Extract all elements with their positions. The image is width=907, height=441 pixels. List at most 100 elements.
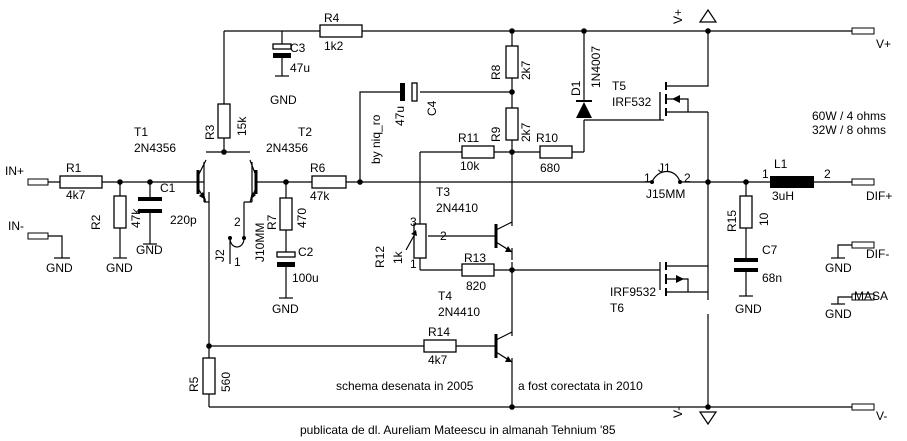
gnd-label: GND	[825, 307, 852, 321]
capacitor-c1	[138, 197, 162, 213]
mosfet-t6	[659, 262, 708, 296]
resistor-r5	[202, 357, 216, 395]
wires	[48, 30, 852, 408]
power-rating-4ohm: 60W / 4 ohms	[812, 109, 886, 123]
junction-dots	[117, 28, 749, 410]
c4-value: 47u	[393, 106, 407, 126]
r6-value: 47k	[310, 189, 330, 203]
transistor-t3	[494, 221, 513, 253]
t1-label: T1	[134, 125, 148, 139]
r10-value: 680	[540, 161, 560, 175]
resistor-r15	[739, 195, 753, 229]
resistor-r2	[113, 195, 127, 229]
in-plus-label: IN+	[5, 164, 24, 178]
j1-pin1: 1	[644, 171, 651, 185]
l1-value: 3uH	[772, 189, 794, 203]
j2-pin2: 2	[234, 215, 241, 229]
d1-type: 1N4007	[589, 46, 603, 88]
note-fixed: a fost corectata in 2010	[518, 379, 643, 393]
l1-label: L1	[774, 157, 788, 171]
r9-label: R9	[489, 126, 503, 142]
gnd-label: GND	[270, 93, 297, 107]
r5-label: R5	[187, 376, 201, 392]
j1-label: J1	[658, 161, 671, 175]
t1-type: 2N4356	[134, 141, 176, 155]
c7-label: C7	[762, 243, 778, 257]
diode-d1	[576, 100, 592, 118]
r1-value: 4k7	[66, 188, 86, 202]
masa-label: MASA	[854, 289, 888, 303]
transistor-t4	[494, 331, 513, 363]
ground-symbols	[48, 75, 845, 305]
capacitor-c7	[734, 258, 758, 272]
r14-value: 4k7	[428, 353, 448, 367]
capacitor-c4	[400, 82, 418, 102]
resistor-r7	[279, 197, 293, 231]
resistor-r14	[423, 339, 457, 353]
r13-label: R13	[464, 251, 486, 265]
c3-label: C3	[290, 41, 306, 55]
v-minus-rail-label: V-	[671, 407, 685, 418]
resistor-r6	[311, 175, 347, 189]
resistor-r10	[539, 145, 573, 159]
t3-type: 2N4410	[436, 201, 478, 215]
resistor-r4	[319, 24, 363, 38]
t4-label: T4	[438, 289, 452, 303]
dif-plus-label: DIF+	[866, 189, 892, 203]
labels: IN+ IN- GND GND GND GND GND GND GND GND …	[5, 9, 892, 437]
r11-label: R11	[458, 131, 479, 145]
t4-type: 2N4410	[438, 305, 480, 319]
r11-value: 10k	[460, 159, 480, 173]
r7-label: R7	[265, 214, 279, 230]
c3-value: 47u	[290, 61, 310, 75]
gnd-label: GND	[825, 261, 852, 275]
j2-pin1: 1	[234, 255, 241, 269]
r4-label: R4	[324, 11, 340, 25]
transistor-t1	[196, 159, 207, 203]
t5-type: IRF532	[612, 95, 652, 109]
jumper-j1	[650, 170, 682, 184]
r14-label: R14	[428, 325, 450, 339]
gnd-label: GND	[136, 243, 163, 257]
note-drawn: schema desenata in 2005	[336, 379, 474, 393]
c1-value: 220p	[170, 213, 197, 227]
mosfet-t5	[659, 82, 709, 121]
resistor-r3	[217, 103, 231, 139]
resistor-r8	[505, 45, 519, 79]
r9-value: 2k7	[519, 122, 533, 142]
v-plus-rail-label: V+	[671, 9, 685, 24]
c2-label: C2	[298, 245, 314, 259]
r2-label: R2	[89, 214, 103, 230]
r8-value: 2k7	[519, 60, 533, 80]
transistor-t2	[249, 159, 258, 203]
v-minus-label: V-	[876, 409, 887, 423]
t2-label: T2	[298, 125, 312, 139]
potentiometer-r12	[405, 223, 427, 259]
gnd-label: GND	[735, 302, 762, 316]
power-rating-8ohm: 32W / 8 ohms	[812, 123, 886, 137]
dif-minus-label: DIF-	[866, 247, 889, 261]
gnd-label: GND	[106, 261, 133, 275]
c2-value: 100u	[292, 271, 319, 285]
r12-pin2: 2	[440, 229, 447, 243]
t2-type: 2N4356	[266, 141, 308, 155]
r12-value: 1k	[391, 250, 405, 264]
capacitor-c3	[272, 31, 292, 76]
resistor-r9	[505, 107, 519, 141]
resistor-r1	[59, 175, 103, 189]
r8-label: R8	[489, 64, 503, 80]
l1-pin2: 2	[824, 167, 831, 181]
d1-label: D1	[569, 80, 583, 96]
resistor-r13	[461, 263, 495, 277]
t3-label: T3	[436, 185, 450, 199]
j2-label: J2	[213, 249, 227, 262]
r12-label: R12	[373, 246, 387, 268]
r1-label: R1	[66, 161, 82, 175]
v-plus-label: V+	[876, 37, 891, 51]
r2-value: 47k	[129, 208, 143, 228]
r7-value: 470	[295, 208, 309, 228]
inductor-l1	[770, 176, 814, 188]
r15-label: R15	[725, 210, 739, 232]
r12-pin3: 3	[410, 215, 417, 229]
